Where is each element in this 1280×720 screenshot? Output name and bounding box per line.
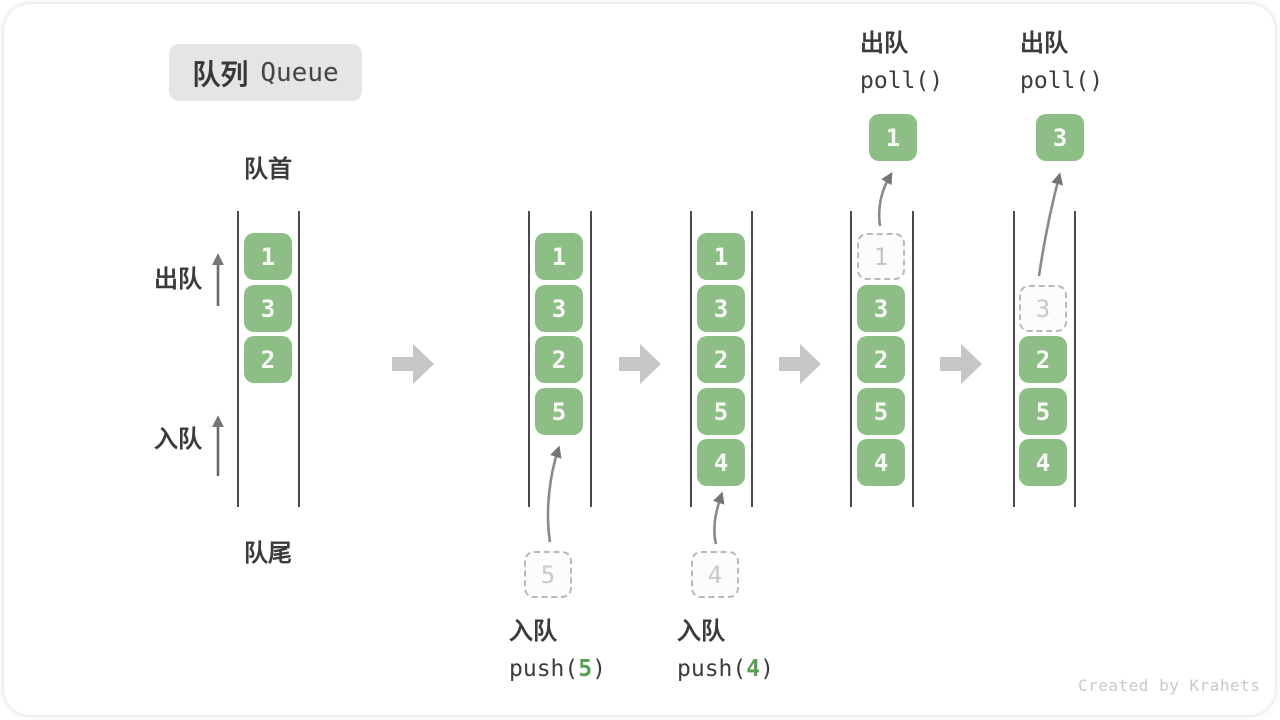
queue-cell: 4 (697, 439, 745, 486)
watermark: Created by Krahets (1078, 676, 1261, 695)
title-zh: 队列 (192, 58, 249, 90)
code-close: ) (592, 656, 606, 682)
queue-cell: 1 (697, 233, 745, 280)
op-push-4-code: push(4) (677, 655, 774, 683)
queue-cell: 4 (857, 439, 905, 486)
op-label-push-5: 入队 push(5) (509, 618, 606, 683)
code-arg: 4 (746, 656, 761, 682)
op-push-5-zh: 入队 (509, 618, 557, 645)
queue-cell: 3 (857, 285, 905, 332)
canvas-card (4, 4, 1275, 715)
op-poll-1-zh: 出队 (860, 30, 908, 57)
popped-element: 1 (869, 114, 917, 161)
staged-element: 4 (691, 551, 739, 598)
code-arg: 5 (578, 656, 593, 682)
queue-cell: 2 (535, 336, 583, 383)
op-poll-1-code: poll() (860, 68, 944, 94)
op-label-poll-1: 出队 poll() (860, 30, 943, 95)
popped-element: 3 (1036, 114, 1084, 161)
queue-cell: 1 (244, 233, 292, 280)
staged-element: 5 (524, 551, 572, 598)
queue-cell: 5 (1019, 388, 1067, 435)
queue-cell: 5 (535, 388, 583, 435)
queue-rear-label: 队尾 (244, 540, 292, 567)
queue-wall-right (590, 211, 592, 507)
queue-cell: 2 (697, 336, 745, 383)
queue-wall-right (1074, 211, 1076, 507)
removed-slot: 3 (1019, 285, 1067, 332)
queue-front-label: 队首 (244, 156, 292, 183)
queue-wall-left (528, 211, 530, 507)
removed-slot: 1 (857, 233, 905, 280)
queue-cell: 3 (697, 285, 745, 332)
queue-wall-left (237, 211, 239, 507)
queue-wall-left (850, 211, 852, 507)
op-poll-2-code: poll() (1020, 68, 1104, 94)
op-push-5-code: push(5) (509, 655, 606, 683)
queue-wall-left (690, 211, 692, 507)
queue-cell: 2 (857, 336, 905, 383)
title-badge: 队列 Queue (169, 44, 362, 101)
code-fn: push( (677, 656, 747, 682)
queue-cell: 4 (1019, 439, 1067, 486)
queue-wall-right (298, 211, 300, 507)
queue-cell: 2 (244, 336, 292, 383)
op-label-poll-2: 出队 poll() (1020, 30, 1103, 95)
queue-wall-right (751, 211, 753, 507)
queue-wall-left (1013, 211, 1015, 507)
queue-cell: 2 (1019, 336, 1067, 383)
queue-cell: 3 (244, 285, 292, 332)
queue-cell: 3 (535, 285, 583, 332)
op-push-4-zh: 入队 (677, 618, 725, 645)
op-label-push-4: 入队 push(4) (677, 618, 774, 683)
queue-cell: 1 (535, 233, 583, 280)
code-fn: push( (509, 656, 579, 682)
code-close: ) (760, 656, 774, 682)
title-en: Queue (260, 57, 339, 88)
queue-cell: 5 (697, 388, 745, 435)
queue-wall-right (912, 211, 914, 507)
queue-cell: 5 (857, 388, 905, 435)
enqueue-side-label: 入队 (154, 426, 202, 453)
dequeue-side-label: 出队 (154, 266, 202, 293)
op-poll-2-zh: 出队 (1020, 30, 1068, 57)
